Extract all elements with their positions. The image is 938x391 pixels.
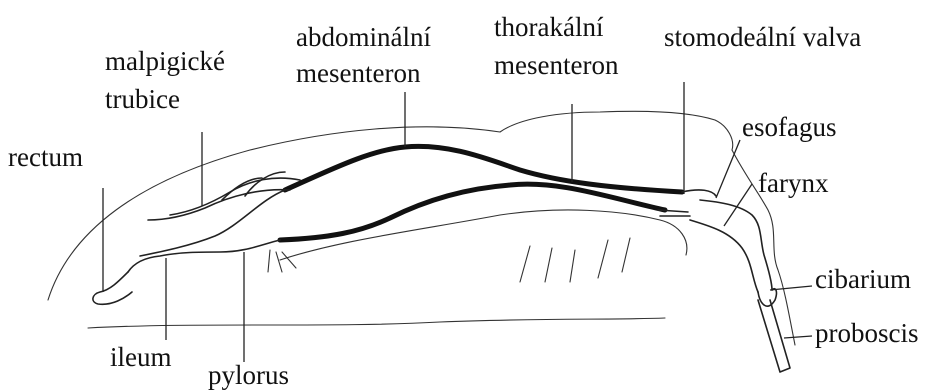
label-thoracic-line2: mesenteron: [494, 50, 618, 81]
leader-esophagus: [716, 140, 740, 198]
pharynx-tube: [690, 220, 758, 292]
muscle-strand-2: [545, 248, 552, 282]
rectum-sac: [93, 272, 132, 304]
label-rectum: rectum: [8, 142, 83, 173]
label-malpighian-line1: malpigické: [105, 46, 225, 77]
label-abdominal-line1: abdominální: [296, 22, 431, 53]
label-abdominal-line2: mesenteron: [296, 58, 420, 89]
malpighian-tubule-1: [148, 190, 290, 220]
label-stomodeal-valve: stomodeální valva: [664, 22, 861, 53]
label-pharynx: farynx: [758, 168, 828, 199]
cibarium-chamber: [758, 289, 776, 306]
body-outline: [48, 111, 733, 300]
label-malpighian-line2: trubice: [105, 84, 180, 115]
label-pylorus: pylorus: [208, 360, 289, 391]
ileum-tube: [140, 190, 285, 256]
leader-cibarium: [770, 286, 812, 290]
muscle-strand-1: [520, 246, 530, 282]
muscle-strand-4: [598, 240, 608, 278]
label-cibarium: cibarium: [815, 264, 911, 295]
ventral-outline: [88, 318, 665, 328]
stomodeal-valve: [658, 190, 716, 216]
pylorus-tuft: [268, 250, 296, 272]
label-ileum: ileum: [110, 342, 172, 373]
label-thoracic-line1: thorakální: [494, 12, 603, 43]
midgut-upper-wall: [285, 146, 682, 192]
leader-proboscis: [784, 336, 812, 338]
esophagus-tube: [700, 200, 772, 290]
label-esophagus: esofagus: [742, 112, 836, 143]
muscle-strand-5: [622, 238, 630, 272]
label-proboscis: proboscis: [815, 318, 919, 349]
pylorus-region: [128, 240, 280, 272]
muscle-strand-3: [570, 250, 575, 282]
proboscis-shaft: [758, 300, 790, 372]
